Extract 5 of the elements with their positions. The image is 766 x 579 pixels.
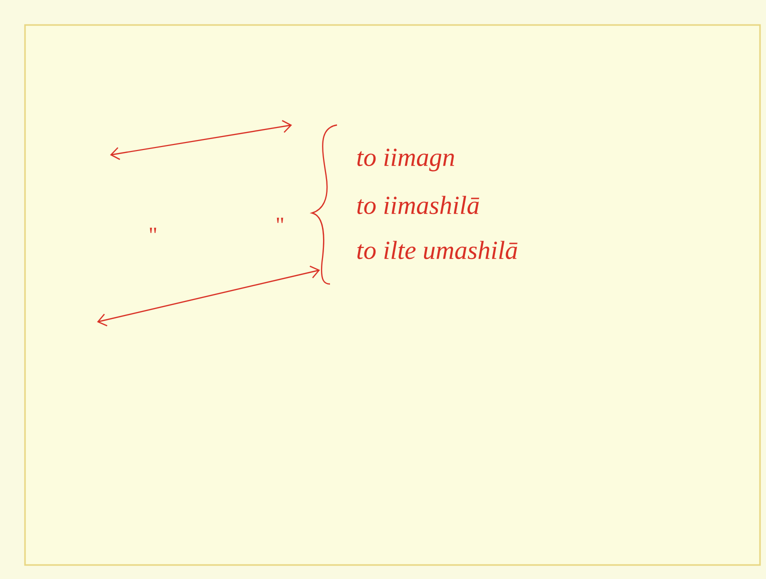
handwritten-text: to ilte umashilā [357,240,518,260]
handwritten-text: to iimashilā [357,196,480,214]
ditto-mark: " [150,228,156,233]
ditto-mark: " [276,218,284,223]
handwritten-text: to iimagn [357,148,454,172]
